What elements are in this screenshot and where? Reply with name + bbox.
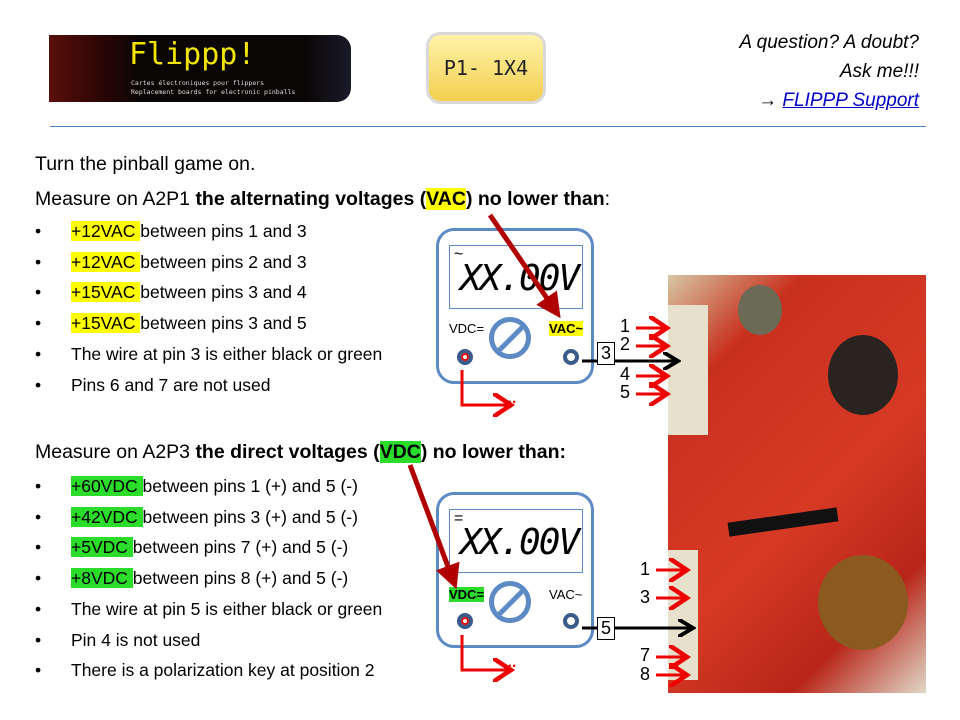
bullet-icon: • — [35, 251, 42, 272]
bullet-icon: • — [35, 282, 42, 303]
header-divider — [50, 126, 926, 127]
voltage-value: +5VDC — [71, 537, 133, 558]
logo-subtitle-fr: Cartes électroniques pour flippers — [131, 79, 265, 87]
logo-title: Flippp! — [129, 37, 256, 72]
bullet-item: • +15VAC between pins 3 and 5 — [35, 313, 307, 334]
pin-label: 1 — [640, 559, 651, 579]
com-jack — [457, 613, 473, 629]
capacitor — [828, 335, 898, 415]
bullet-icon: • — [35, 374, 42, 395]
item-text: The wire at pin 3 is either black or gre… — [71, 343, 383, 364]
bullet-item: • Pins 6 and 7 are not used — [35, 375, 270, 396]
help-line-2: Ask me!!! — [839, 61, 919, 82]
bullet-icon: • — [35, 629, 42, 650]
vac-label: VAC~ — [549, 321, 584, 336]
help-box: A question? A doubt? Ask me!!! → FLIPPP … — [739, 28, 919, 115]
dc-symbol: = — [454, 510, 464, 527]
bullet-icon: • — [35, 506, 42, 527]
support-link[interactable]: FLIPPP Support — [782, 90, 919, 111]
item-text: between pins 3 and 5 — [140, 313, 307, 334]
item-text: between pins 2 and 3 — [140, 251, 307, 272]
probe-pin-label: 3 — [597, 342, 616, 365]
flippp-logo: Flippp! Cartes électroniques pour flippe… — [49, 35, 351, 102]
heatsink — [727, 507, 839, 537]
ellipsis: ... — [503, 390, 517, 407]
bullet-item: • +12VAC between pins 2 and 3 — [35, 251, 307, 273]
bullet-item: • +60VDC between pins 1 (+) and 5 (-) — [35, 476, 358, 497]
help-line-1: A question? A doubt? — [739, 32, 919, 53]
v-jack — [563, 613, 579, 629]
item-text: Pins 6 and 7 are not used — [71, 374, 271, 395]
item-text: between pins 3 and 4 — [140, 282, 307, 303]
com-jack — [457, 349, 473, 365]
bullet-icon: • — [35, 568, 42, 589]
meter-display: ~ XX.00V — [449, 245, 583, 309]
bullet-item: • Pin 4 is not used — [35, 630, 200, 651]
display-digits: XX.00V — [460, 522, 580, 563]
bullet-icon: • — [35, 221, 42, 241]
item-text: between pins 8 (+) and 5 (-) — [132, 568, 349, 589]
pin-label: 1 — [620, 316, 631, 336]
connector-a2p1 — [668, 305, 708, 435]
ac-heading: Measure on A2P1 the alternating voltages… — [35, 188, 611, 210]
voltage-value: +12VAC — [71, 221, 141, 241]
connector-badge: P1- 1X4 — [426, 32, 546, 104]
ac-symbol: ~ — [454, 246, 464, 263]
bullet-item: • +15VAC between pins 3 and 4 — [35, 282, 307, 303]
vdc-label: VDC= — [449, 587, 485, 602]
bullet-item: • There is a polarization key at position… — [35, 660, 375, 681]
voltage-value: +12VAC — [71, 251, 141, 272]
bullet-icon: • — [35, 598, 42, 619]
bullet-icon: • — [35, 313, 42, 334]
bullet-icon: • — [35, 660, 42, 681]
logo-subtitle-en: Replacement boards for electronic pinbal… — [131, 88, 296, 96]
bullet-icon: • — [35, 537, 42, 558]
selector-knob — [489, 581, 531, 623]
multimeter-vac: ~ XX.00V VDC= VAC~ — [436, 228, 594, 384]
item-text: between pins 7 (+) and 5 (-) — [132, 537, 349, 558]
item-text: There is a polarization key at position … — [71, 660, 375, 681]
ellipsis: ... — [503, 654, 517, 671]
probe-pin-label: 5 — [597, 617, 616, 640]
v-jack — [563, 349, 579, 365]
dc-heading: Measure on A2P3 the direct voltages (VDC… — [35, 441, 566, 463]
selector-knob — [489, 317, 531, 359]
board-photo — [668, 275, 926, 693]
pin-label: 5 — [620, 382, 631, 402]
bullet-icon: • — [35, 343, 42, 364]
bullet-item: • +8VDC between pins 8 (+) and 5 (-) — [35, 568, 348, 589]
connector-a2p3 — [668, 550, 698, 680]
item-text: between pins 3 (+) and 5 (-) — [142, 506, 358, 527]
vdc-label: VDC= — [449, 321, 485, 336]
bullet-item: • +42VDC between pins 3 (+) and 5 (-) — [35, 506, 358, 528]
voltage-value: +15VAC — [71, 282, 141, 303]
pin-label: 3 — [640, 587, 651, 607]
meter-display: = XX.00V — [449, 509, 583, 573]
pin-label: 8 — [640, 664, 651, 684]
item-text: between pins 1 (+) and 5 (-) — [142, 476, 358, 496]
bullet-item: • +12VAC between pins 1 and 3 — [35, 221, 307, 242]
capacitor — [738, 285, 782, 335]
bullet-item: • The wire at pin 5 is either black or gr… — [35, 599, 382, 620]
item-text: Pin 4 is not used — [71, 629, 201, 650]
pin-label: 7 — [640, 645, 651, 665]
display-digits: XX.00V — [460, 258, 580, 299]
toroid-coil — [818, 555, 908, 650]
vac-label: VAC~ — [549, 587, 583, 602]
bullet-item: • The wire at pin 3 is either black or gr… — [35, 344, 382, 365]
voltage-value: +60VDC — [71, 476, 143, 496]
bullet-icon: • — [35, 476, 42, 496]
voltage-value: +15VAC — [71, 313, 141, 334]
intro-text: Turn the pinball game on. — [35, 153, 256, 175]
bullet-item: • +5VDC between pins 7 (+) and 5 (-) — [35, 537, 348, 558]
arrow-icon: → — [758, 90, 778, 111]
pin-label: 2 — [620, 334, 631, 354]
voltage-value: +42VDC — [71, 506, 143, 527]
pin-label: 4 — [620, 364, 631, 384]
multimeter-vdc: = XX.00V VDC= VAC~ — [436, 492, 594, 648]
item-text: between pins 1 and 3 — [140, 221, 307, 241]
voltage-value: +8VDC — [71, 568, 133, 589]
item-text: The wire at pin 5 is either black or gre… — [71, 598, 383, 619]
